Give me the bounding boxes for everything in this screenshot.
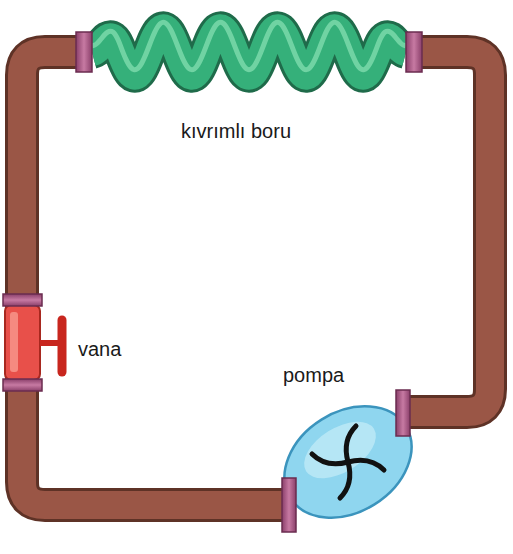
- part-label: vana: [78, 338, 121, 360]
- coil-highlight: [92, 22, 406, 69]
- part-label: pompa: [283, 364, 344, 386]
- coiled-pipe: [92, 22, 406, 75]
- flange: [76, 32, 422, 72]
- pump: [264, 384, 432, 541]
- valve: [3, 294, 62, 391]
- pipe: [22, 52, 490, 505]
- part-label: kıvrımlı boru: [181, 120, 291, 142]
